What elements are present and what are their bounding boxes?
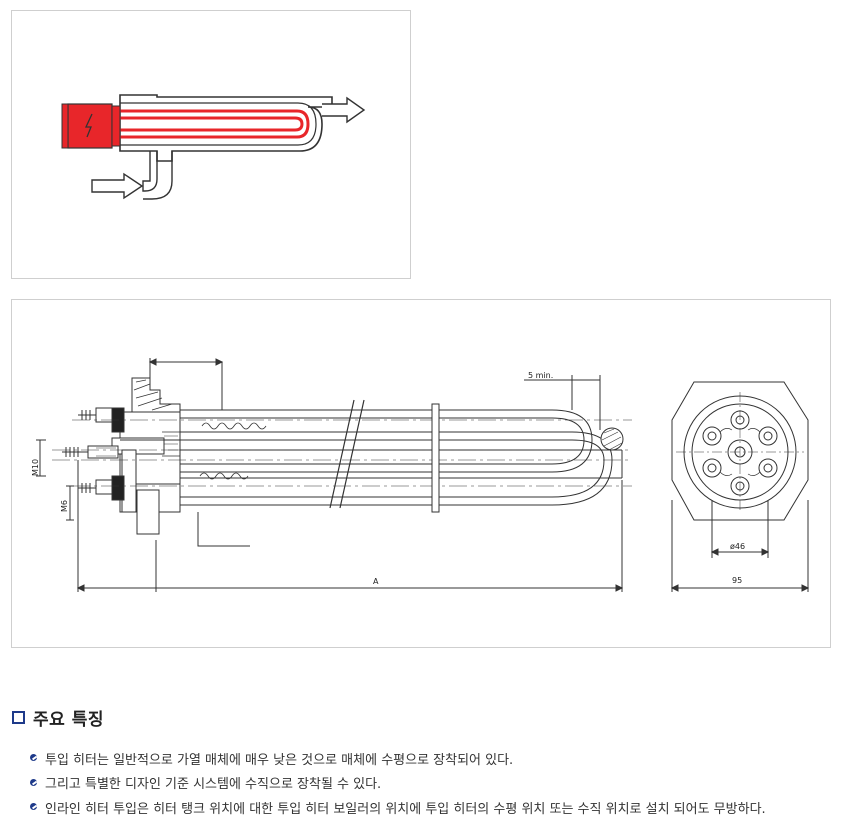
dim-95-label: 95 <box>732 576 742 585</box>
dim-5min-label: 5 min. <box>528 371 553 380</box>
lightning-icon <box>84 113 93 138</box>
feature-text: 그리고 특별한 디자인 기준 시스템에 수직으로 장착될 수 있다. <box>45 777 382 793</box>
feature-item: 그리고 특별한 디자인 기준 시스템에 수직으로 장착될 수 있다. <box>30 771 766 796</box>
technical-drawing-panel: 5 min. A M6 M10 ø46 95 <box>11 299 831 648</box>
feature-text: 투입 히터는 일반적으로 가열 매체에 매우 낮은 것으로 매체에 수평으로 장… <box>45 752 514 768</box>
pen-bullet-icon <box>30 754 38 762</box>
pen-bullet-icon <box>30 803 38 811</box>
inlet-arrow <box>91 172 144 200</box>
dim-a-label: A <box>373 577 379 586</box>
dim-m6-label: M6 <box>60 500 69 512</box>
feature-text: 인라인 히터 투입은 히터 탱크 위치에 대한 투입 히터 보일러의 위치에 투… <box>45 801 766 817</box>
dim-m10-label: M10 <box>31 459 40 476</box>
mounting-flange <box>111 377 181 535</box>
feature-item: 투입 히터는 일반적으로 가열 매체에 매우 낮은 것으로 매체에 수평으로 장… <box>30 746 766 771</box>
inline-heater-flow-diagram <box>61 94 366 200</box>
support-ring <box>431 403 440 513</box>
heater-inner-channel <box>120 102 317 146</box>
flow-diagram-panel <box>11 10 411 279</box>
features-list: 투입 히터는 일반적으로 가열 매체에 매우 낮은 것으로 매체에 수평으로 장… <box>30 746 766 820</box>
hex-end-view <box>670 381 810 592</box>
square-bullet-icon <box>12 710 25 724</box>
terminal-head <box>67 103 113 149</box>
features-title: 주요 특징 <box>33 709 104 730</box>
features-heading: 주요 특징 <box>12 706 104 730</box>
pen-bullet-icon <box>30 778 38 787</box>
heater-tubes <box>52 409 632 506</box>
outlet-arrow <box>322 96 366 124</box>
heater-dimension-drawing: 5 min. A M6 M10 ø46 95 <box>31 358 810 592</box>
dim-phi46-label: ø46 <box>730 542 745 551</box>
feature-item: 인라인 히터 투입은 히터 탱크 위치에 대한 투입 히터 보일러의 위치에 투… <box>30 795 766 820</box>
heating-element <box>112 109 310 139</box>
heating-element-inner <box>112 116 304 132</box>
